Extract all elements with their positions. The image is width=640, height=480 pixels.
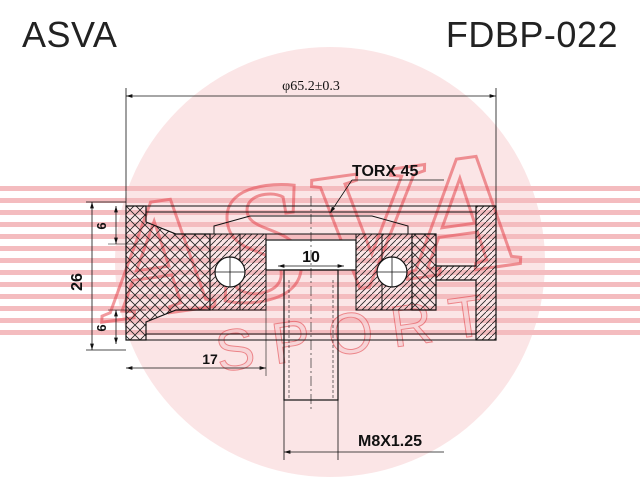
diameter-label: φ65.2±0.3 — [282, 79, 340, 94]
diameter-dimension: φ65.2±0.3 — [125, 79, 497, 210]
offset-label: 17 — [202, 351, 218, 367]
top-flange-label: 6 — [94, 222, 109, 229]
bottom-flange-dimension: 6 — [94, 309, 146, 344]
right-shell — [435, 205, 497, 341]
part-number: FDBP-022 — [445, 14, 618, 55]
height-dimension: 26 — [69, 201, 126, 351]
bore-dimension: 10 — [278, 249, 344, 268]
brand-title: ASVA — [22, 14, 118, 55]
bottom-flange-label: 6 — [94, 324, 109, 331]
pulley-section — [125, 196, 497, 410]
height-label: 26 — [69, 273, 86, 291]
thread-dimension: M8X1.25 — [283, 400, 444, 460]
bore-label: 10 — [302, 249, 320, 266]
offset-dimension: 17 — [126, 310, 267, 376]
top-flange-dimension: 6 — [94, 206, 146, 245]
torx-callout: TORX 45 — [329, 163, 444, 214]
torx-label: TORX 45 — [352, 163, 419, 180]
thread-label: M8X1.25 — [358, 433, 422, 450]
